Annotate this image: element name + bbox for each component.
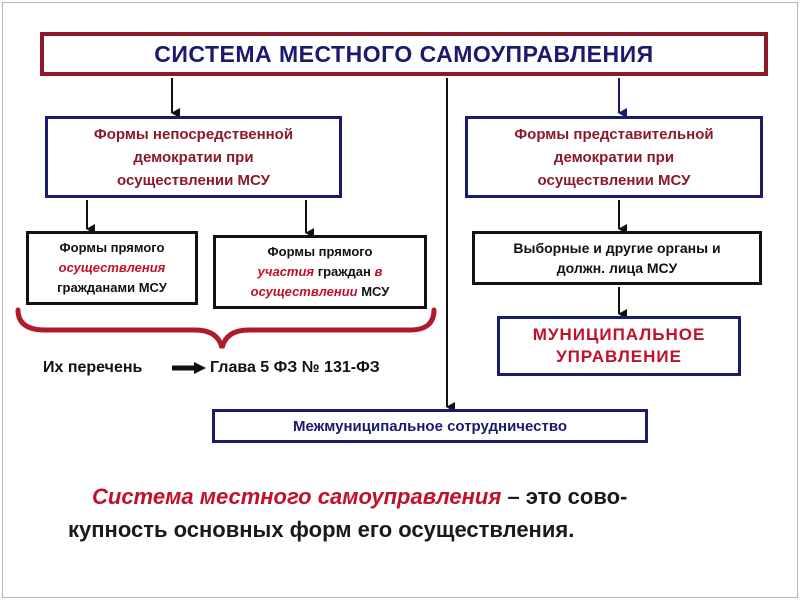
chapter-reference: Глава 5 ФЗ № 131-ФЗ	[210, 359, 380, 376]
arrow-list-to-chapter-head	[194, 362, 206, 374]
direct-participation-box: Формы прямого участия граждан в осуществ…	[213, 235, 427, 309]
elected-bodies-line-1: Выборные и другие органы и	[513, 240, 721, 256]
representative-democracy-line-2: демократии при	[553, 148, 675, 166]
page-title: СИСТЕМА МЕСТНОГО САМОУПРАВЛЕНИЯ	[154, 40, 654, 67]
municipal-management-line-1: МУНИЦИПАЛЬНОЕ	[532, 325, 706, 344]
municipal-management-line-2: УПРАВЛЕНИЕ	[556, 347, 682, 366]
curly-brace	[15, 307, 437, 349]
direct-democracy-line-3: осуществлении МСУ	[117, 171, 270, 189]
direct-exercise-box: Формы прямого осуществления гражданами М…	[26, 231, 198, 305]
inter-municipal-box: Межмуниципальное сотрудничество	[212, 409, 648, 443]
participation-word: участия	[257, 264, 315, 279]
elected-bodies-line-2: должн. лица МСУ	[556, 260, 678, 276]
direct-democracy-box: Формы непосредственной демократии при ос…	[45, 116, 342, 198]
citizens-word: граждан	[314, 264, 375, 279]
definition-line-2: купность основных форм его осуществления…	[68, 517, 575, 542]
definition-term: Система местного самоуправления	[92, 484, 502, 509]
definition-rest: – это сово-	[501, 484, 628, 509]
direct-democracy-line-2: демократии при	[133, 148, 254, 166]
direct-exercise-line-3: гражданами МСУ	[57, 280, 167, 295]
representative-democracy-line-3: осуществлении МСУ	[537, 171, 691, 189]
title-box: СИСТЕМА МЕСТНОГО САМОУПРАВЛЕНИЯ	[40, 32, 768, 76]
representative-democracy-line-1: Формы представительной	[514, 125, 714, 143]
in-word: в	[374, 264, 383, 279]
direct-democracy-line-1: Формы непосредственной	[93, 125, 294, 143]
list-label: Их перечень	[43, 359, 143, 376]
representative-democracy-box: Формы представительной демократии при ос…	[465, 116, 763, 198]
direct-exercise-line-1: Формы прямого	[59, 240, 165, 255]
exercise-word: осуществлении	[250, 284, 358, 299]
direct-participation-line-1: Формы прямого	[267, 244, 373, 259]
municipal-management-box: МУНИЦИПАЛЬНОЕ УПРАВЛЕНИЕ	[497, 316, 741, 376]
msu-word: МСУ	[357, 284, 390, 299]
definition-text: Система местного самоуправления – это со…	[68, 480, 758, 546]
inter-municipal-label: Межмуниципальное сотрудничество	[292, 417, 568, 435]
direct-exercise-line-2: осуществления	[58, 260, 166, 275]
elected-bodies-box: Выборные и другие органы и должн. лица М…	[472, 231, 762, 285]
